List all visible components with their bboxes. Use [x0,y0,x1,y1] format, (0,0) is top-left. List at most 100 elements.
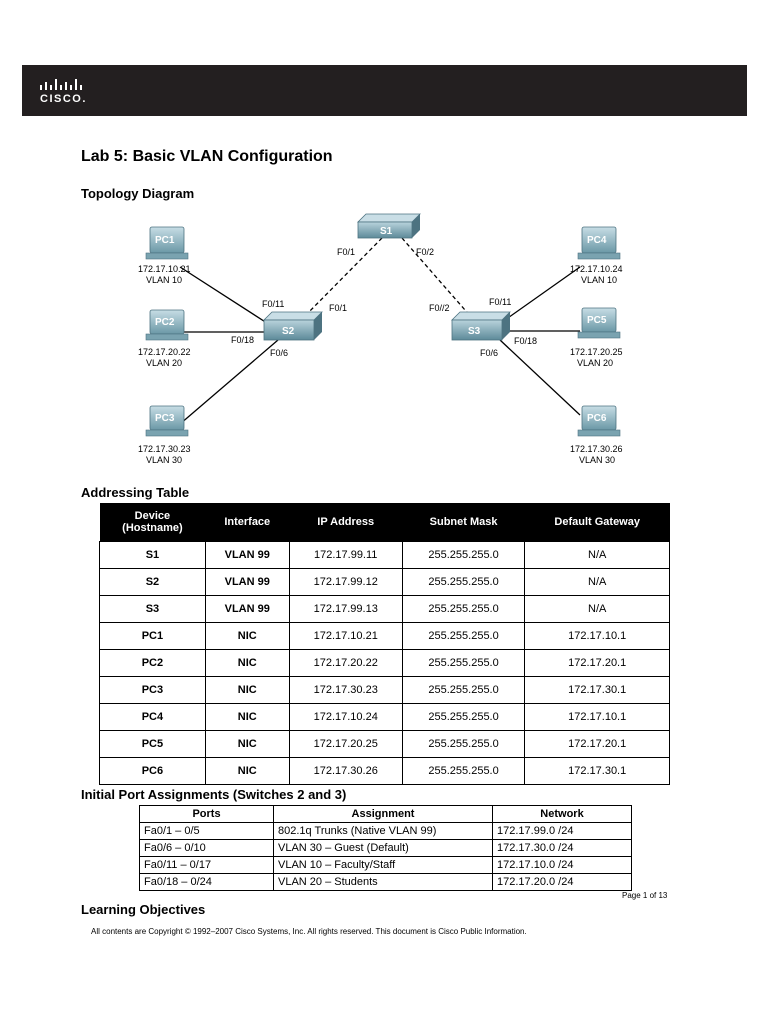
pc1-vlan: VLAN 10 [146,275,182,285]
table-cell: VLAN 99 [204,595,290,623]
table-cell: NIC [204,622,290,650]
table-cell: 172.17.20.1 [524,730,670,758]
table-cell: NIC [204,703,290,731]
pc2: PC2 172.17.20.22 VLAN 20 [138,309,191,368]
table-cell: 172.17.20.0 /24 [492,873,632,891]
addr-col-ip: IP Address [289,503,403,542]
link-pc3-s2 [179,339,279,425]
table-cell: Fa0/1 – 0/5 [139,822,274,840]
port-col-assignment: Assignment [273,805,493,823]
cisco-logo-text: CISCO. [40,93,87,105]
table-cell: 172.17.99.13 [288,595,403,623]
table-cell: VLAN 99 [204,541,290,569]
table-cell: 172.17.30.1 [524,757,670,785]
link-s1-s2 [302,237,383,319]
table-cell: N/A [524,568,670,596]
pc2-vlan: VLAN 20 [146,358,182,368]
table-cell: 172.17.99.11 [288,541,403,569]
pc4-label: PC4 [587,235,607,246]
switch-s1-label: S1 [380,226,393,237]
table-cell: 172.17.30.26 [288,757,403,785]
pc5-label: PC5 [587,315,607,326]
table-cell: 172.17.20.22 [288,649,403,677]
port-assignments-heading: Initial Port Assignments (Switches 2 and… [81,787,347,802]
switch-s3-label: S3 [468,326,481,337]
table-cell: VLAN 20 – Students [273,873,493,891]
table-cell: VLAN 10 – Faculty/Staff [273,856,493,874]
table-cell: 172.17.20.1 [524,649,670,677]
pc4-vlan: VLAN 10 [581,275,617,285]
pc4-ip: 172.17.10.24 [570,264,623,274]
pc2-label: PC2 [155,317,175,328]
table-cell: PC4 [99,703,206,731]
port-s2-f06: F0/6 [270,348,288,358]
port-s3-f011: F0/11 [489,297,511,307]
pc3: PC3 172.17.30.23 VLAN 30 [138,405,191,465]
table-cell: Fa0/6 – 0/10 [139,839,274,857]
link-pc4-s3 [504,266,581,321]
table-cell: 172.17.99.0 /24 [492,822,632,840]
pc6: PC6 172.17.30.26 VLAN 30 [570,405,623,465]
table-cell: 255.255.255.0 [401,541,526,569]
link-pc6-s3 [499,339,581,416]
table-cell: 802.1q Trunks (Native VLAN 99) [273,822,493,840]
table-cell: 172.17.30.1 [524,676,670,704]
pc3-vlan: VLAN 30 [146,455,182,465]
addr-col-gateway: Default Gateway [524,503,670,542]
table-cell: 255.255.255.0 [401,622,526,650]
table-cell: 255.255.255.0 [401,703,526,731]
table-cell: NIC [204,730,290,758]
table-cell: PC5 [99,730,206,758]
pc1-ip: 172.17.10.21 [138,264,191,274]
port-s2-f01: F0/1 [329,303,347,313]
addressing-heading: Addressing Table [81,485,190,500]
table-cell: NIC [204,676,290,704]
links [179,237,581,425]
pc6-label: PC6 [587,413,607,424]
table-cell: 172.17.10.1 [524,703,670,731]
pc5-vlan: VLAN 20 [577,358,613,368]
table-cell: 172.17.30.23 [288,676,403,704]
switch-s3: S3 [451,311,511,341]
table-cell: 172.17.10.1 [524,622,670,650]
port-s2-f018: F0/18 [231,335,254,345]
table-cell: 255.255.255.0 [401,676,526,704]
table-cell: 255.255.255.0 [401,595,526,623]
table-cell: 255.255.255.0 [401,730,526,758]
table-cell: PC2 [99,649,206,677]
table-cell: 172.17.30.0 /24 [492,839,632,857]
table-cell: NIC [204,649,290,677]
table-cell: VLAN 30 – Guest (Default) [273,839,493,857]
pc3-ip: 172.17.30.23 [138,444,191,454]
table-cell: PC3 [99,676,206,704]
copyright-footer: All contents are Copyright © 1992–2007 C… [91,927,527,936]
switch-s1: S1 [357,213,421,239]
table-cell: S2 [99,568,206,596]
table-cell: Fa0/11 – 0/17 [139,856,274,874]
table-cell: 172.17.10.0 /24 [492,856,632,874]
addr-col-interface: Interface [205,503,290,542]
link-pc1-s2 [179,266,271,326]
port-s3-f018: F0/18 [514,336,537,346]
addressing-table: Device(Hostname) Interface IP Address Su… [99,503,670,785]
pc2-ip: 172.17.20.22 [138,347,191,357]
pc6-ip: 172.17.30.26 [570,444,623,454]
table-cell: NIC [204,757,290,785]
table-cell: 172.17.10.24 [288,703,403,731]
table-cell: PC6 [99,757,206,785]
link-s1-s3 [401,237,473,319]
pc5-ip: 172.17.20.25 [570,347,623,357]
table-cell: 255.255.255.0 [401,568,526,596]
table-cell: Fa0/18 – 0/24 [139,873,274,891]
page-title: Lab 5: Basic VLAN Configuration [81,148,333,165]
